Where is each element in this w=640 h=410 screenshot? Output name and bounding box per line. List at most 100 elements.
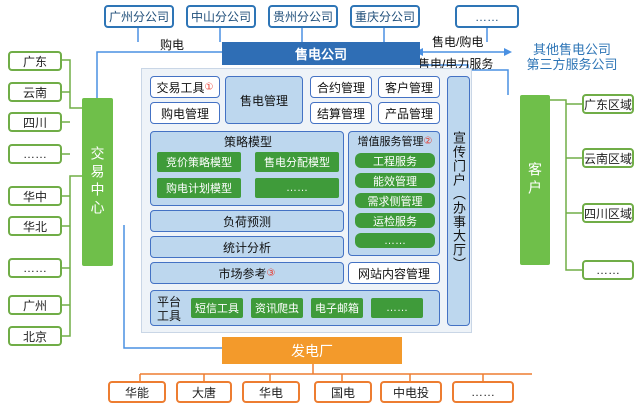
left-region: 北京 bbox=[8, 326, 62, 346]
trade-center: 交易中心 bbox=[82, 98, 113, 266]
left-region: …… bbox=[8, 258, 62, 278]
region-label: 云南 bbox=[22, 85, 47, 100]
region-label: 云南区域 bbox=[584, 151, 633, 166]
settlement-mgmt-box: 结算管理 bbox=[310, 102, 372, 124]
region-label: 华中 bbox=[22, 189, 47, 204]
product-mgmt-label: 产品管理 bbox=[384, 106, 433, 121]
left-region: 广东 bbox=[8, 51, 62, 71]
branch-box: 重庆分公司 bbox=[350, 5, 420, 28]
branch-label: …… bbox=[475, 9, 499, 24]
platform-tools-label: 平台 工具 bbox=[156, 295, 181, 323]
strategy-item: …… bbox=[255, 178, 339, 198]
market-ref-number: ③ bbox=[266, 267, 276, 279]
vas-item: 工程服务 bbox=[355, 153, 435, 168]
sell-service-label: 售电/电力服务 bbox=[418, 57, 494, 71]
stat-analysis-label: 统计分析 bbox=[222, 240, 271, 255]
sell-buy-label: 售电/购电 bbox=[432, 35, 484, 49]
sales-mgmt-box: 售电管理 bbox=[225, 76, 303, 124]
strategy-item: 购电计划模型 bbox=[157, 178, 241, 198]
vas-item: 能效管理 bbox=[355, 173, 435, 188]
branch-box: …… bbox=[455, 5, 519, 28]
power-plant-box: 发电厂 bbox=[222, 337, 402, 364]
tool-item: …… bbox=[371, 298, 423, 318]
settlement-mgmt-label: 结算管理 bbox=[316, 106, 365, 121]
trade-tool-label: 交易工具 bbox=[156, 80, 205, 95]
region-label: …… bbox=[23, 261, 47, 275]
left-region: 广州 bbox=[8, 295, 62, 315]
company-header: 售电公司 bbox=[222, 42, 420, 65]
branch-box: 贵州分公司 bbox=[268, 5, 338, 28]
region-label: 北京 bbox=[22, 329, 47, 344]
vas-item: 运检服务 bbox=[355, 213, 435, 228]
tool-item: 资讯爬虫 bbox=[251, 298, 303, 318]
customer-box: 客户 bbox=[520, 95, 550, 265]
right-region: 广东区域 bbox=[582, 94, 634, 114]
branch-label: 中山分公司 bbox=[190, 10, 251, 24]
tool-item: 电子邮箱 bbox=[311, 298, 363, 318]
customer-label: 客户 bbox=[527, 162, 543, 198]
region-label: …… bbox=[23, 147, 47, 161]
product-mgmt-box: 产品管理 bbox=[378, 102, 440, 124]
plant-label: 华能 bbox=[124, 385, 149, 400]
purchase-mgmt-box: 购电管理 bbox=[150, 102, 220, 124]
strategy-item: 售电分配模型 bbox=[255, 152, 339, 172]
left-region: 华中 bbox=[8, 186, 62, 206]
company-title: 售电公司 bbox=[294, 47, 347, 62]
plant-box: 国电 bbox=[314, 381, 372, 403]
other-company-label: 其他售电公司 第三方服务公司 bbox=[526, 42, 618, 72]
buy-label: 购电 bbox=[160, 38, 185, 52]
plant-box: 华能 bbox=[108, 381, 166, 403]
market-ref-label: 市场参考 bbox=[218, 266, 267, 281]
region-label: 广东区域 bbox=[584, 97, 633, 112]
branch-box: 广州分公司 bbox=[104, 5, 174, 28]
plant-box: 华电 bbox=[242, 381, 300, 403]
purchase-mgmt-label: 购电管理 bbox=[160, 106, 209, 121]
trade-tool-number: ① bbox=[204, 81, 214, 93]
plant-box: …… bbox=[452, 381, 514, 403]
contract-mgmt-label: 合约管理 bbox=[316, 80, 365, 95]
trade-center-label: 交易中心 bbox=[89, 146, 106, 218]
branch-label: 重庆分公司 bbox=[354, 10, 415, 24]
branch-label: 贵州分公司 bbox=[272, 10, 333, 24]
sales-mgmt-label: 售电管理 bbox=[239, 93, 288, 108]
platform-tools-box: 平台 工具 短信工具 资讯爬虫 电子邮箱 …… bbox=[150, 290, 440, 326]
left-region: 华北 bbox=[8, 216, 62, 236]
customer-mgmt-box: 客户管理 bbox=[378, 76, 440, 98]
customer-mgmt-label: 客户管理 bbox=[384, 80, 433, 95]
tool-item: 短信工具 bbox=[191, 298, 243, 318]
region-label: 华北 bbox=[22, 219, 47, 234]
plant-label: 大唐 bbox=[191, 385, 216, 400]
strategy-model-box: 策略模型 竞价策略模型 售电分配模型 购电计划模型 …… bbox=[150, 131, 344, 206]
stat-analysis-box: 统计分析 bbox=[150, 236, 344, 258]
right-region: 四川区域 bbox=[582, 203, 634, 223]
vas-title: 增值服务管理 bbox=[357, 136, 424, 148]
vas-number: ② bbox=[423, 135, 433, 147]
plant-label: 中电投 bbox=[392, 385, 429, 400]
region-label: 四川区域 bbox=[584, 206, 633, 221]
region-label: 广州 bbox=[22, 298, 47, 313]
plant-label: 华电 bbox=[258, 385, 283, 400]
branch-label: 广州分公司 bbox=[108, 10, 169, 24]
strategy-item: 竞价策略模型 bbox=[157, 152, 241, 172]
plant-label: …… bbox=[471, 385, 495, 399]
portal-box: 宣传门户（办事大厅） bbox=[447, 76, 470, 326]
load-forecast-label: 负荷预测 bbox=[222, 214, 271, 229]
web-content-label: 网站内容管理 bbox=[357, 266, 430, 281]
left-region: …… bbox=[8, 144, 62, 164]
plant-box: 中电投 bbox=[380, 381, 442, 403]
region-label: …… bbox=[596, 263, 620, 277]
web-content-box: 网站内容管理 bbox=[348, 262, 440, 284]
plant-label: 国电 bbox=[330, 385, 355, 400]
right-region: 云南区域 bbox=[582, 148, 634, 168]
plant-box: 大唐 bbox=[176, 381, 232, 403]
vas-item: …… bbox=[355, 233, 435, 248]
contract-mgmt-box: 合约管理 bbox=[310, 76, 372, 98]
left-region: 四川 bbox=[8, 112, 62, 132]
vas-item: 需求侧管理 bbox=[355, 193, 435, 208]
branch-box: 中山分公司 bbox=[186, 5, 256, 28]
region-label: 广东 bbox=[22, 54, 47, 69]
